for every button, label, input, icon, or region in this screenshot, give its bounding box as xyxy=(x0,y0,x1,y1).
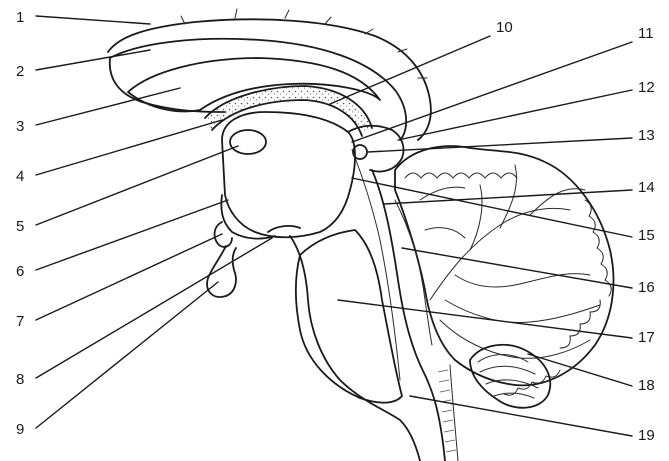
label-4: 4 xyxy=(16,168,24,185)
fourth-ventricle xyxy=(395,200,432,345)
label-10: 10 xyxy=(496,19,513,36)
pineal-region xyxy=(348,126,404,172)
brainstem-posterior xyxy=(372,170,445,461)
brainstem-anterior xyxy=(290,236,420,461)
label-8: 8 xyxy=(16,371,24,388)
cerebral-aqueduct xyxy=(352,150,400,380)
pons-bulge xyxy=(296,230,402,403)
label-19: 19 xyxy=(638,427,655,444)
label-3: 3 xyxy=(16,118,24,135)
leader-12 xyxy=(398,90,632,140)
leader-16 xyxy=(402,248,632,288)
leader-15 xyxy=(352,178,632,237)
leader-18 xyxy=(528,354,632,386)
mammillary-body xyxy=(268,226,300,232)
leader-6 xyxy=(36,200,228,270)
label-1: 1 xyxy=(16,9,24,26)
falx-outline xyxy=(108,19,431,140)
label-14: 14 xyxy=(638,179,655,196)
label-2: 2 xyxy=(16,63,24,80)
leader-11 xyxy=(352,42,632,142)
label-11: 11 xyxy=(638,25,654,42)
leader-8 xyxy=(36,238,272,378)
leader-1 xyxy=(36,16,150,24)
label-7: 7 xyxy=(16,313,24,330)
label-16: 16 xyxy=(638,279,655,296)
label-13: 13 xyxy=(638,127,655,144)
label-18: 18 xyxy=(638,377,655,394)
pituitary xyxy=(207,246,236,297)
leader-2 xyxy=(36,50,150,70)
leader-13 xyxy=(368,138,632,152)
leader-10 xyxy=(330,36,490,104)
leader-17 xyxy=(338,300,632,338)
label-9: 9 xyxy=(16,421,24,438)
label-17: 17 xyxy=(638,329,655,346)
label-12: 12 xyxy=(638,79,655,96)
anatomy-drawing xyxy=(108,9,614,461)
leader-19 xyxy=(410,396,632,436)
leader-9 xyxy=(36,282,218,428)
leader-4 xyxy=(36,120,222,175)
leader-7 xyxy=(36,234,222,320)
optic-chiasm xyxy=(215,222,232,247)
label-15: 15 xyxy=(638,227,655,244)
leader-5 xyxy=(36,146,238,225)
label-5: 5 xyxy=(16,218,24,235)
label-6: 6 xyxy=(16,263,24,280)
